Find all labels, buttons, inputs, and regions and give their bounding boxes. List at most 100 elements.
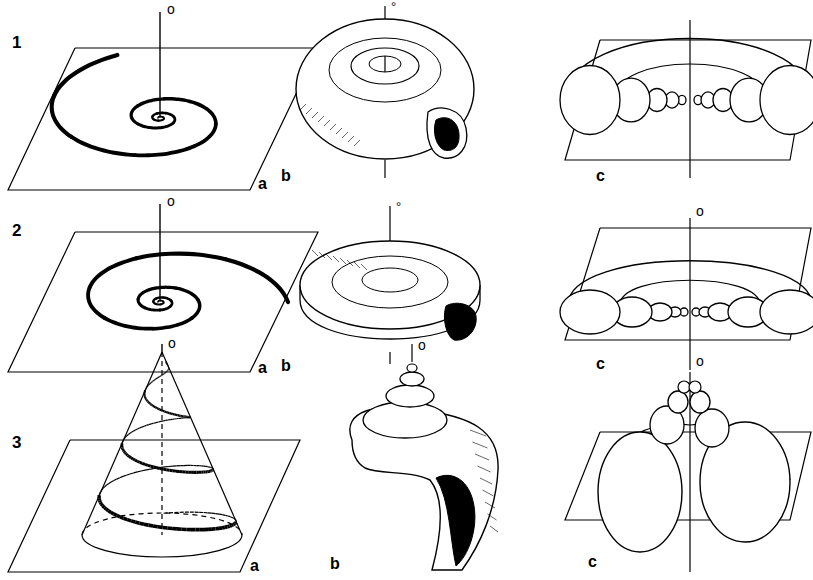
coil-helix <box>135 460 137 461</box>
growth-line <box>478 466 491 472</box>
coil-helix <box>149 382 151 384</box>
coil-helix <box>188 416 191 418</box>
coil-helix <box>156 378 158 380</box>
coil-spiral <box>105 318 153 329</box>
coil-helix <box>167 369 168 371</box>
coil-helix <box>182 470 185 473</box>
coil-helix <box>143 393 145 396</box>
coil-helix <box>131 458 133 459</box>
whorl-section <box>668 391 688 413</box>
coil-spiral <box>153 318 192 329</box>
axis-label: o <box>168 336 176 350</box>
coil-helix <box>183 415 184 418</box>
suture-line <box>362 268 418 292</box>
coil-spiral <box>54 55 117 95</box>
whorl-outline <box>407 364 417 372</box>
coil-spiral <box>135 146 194 155</box>
coil-helix <box>145 389 147 391</box>
coil-helix <box>179 470 182 473</box>
coil-helix <box>134 472 138 473</box>
coil-spiral <box>145 308 160 310</box>
coil-helix <box>153 524 158 528</box>
coil-helix <box>144 425 146 427</box>
coil-helix <box>148 384 150 386</box>
coil-helix <box>205 470 207 473</box>
coil-helix <box>201 471 203 474</box>
coil-helix <box>123 475 126 476</box>
coil-helix <box>167 370 169 372</box>
whorl-section <box>760 290 813 334</box>
coil-helix <box>200 528 204 532</box>
cut-section <box>427 108 467 158</box>
coil-helix <box>178 418 180 419</box>
coil-helix <box>222 514 225 516</box>
coil-helix <box>135 429 137 430</box>
coil-helix <box>144 395 146 398</box>
axis-label: o <box>167 2 175 16</box>
coil-helix <box>145 399 148 402</box>
coil-helix <box>222 525 225 529</box>
plane <box>8 232 318 372</box>
coil-helix <box>234 518 235 520</box>
growth-line <box>485 502 495 508</box>
coil-helix <box>213 469 214 471</box>
coil-helix <box>124 451 125 452</box>
coil-helix <box>167 526 172 530</box>
coil-helix <box>168 419 170 421</box>
coil-spiral <box>161 300 163 302</box>
coil-helix <box>182 415 183 418</box>
coil-helix <box>162 373 164 375</box>
coil-helix <box>168 366 169 368</box>
coil-helix <box>165 361 167 363</box>
axis-label: ° <box>391 0 396 13</box>
coil-helix <box>207 470 209 473</box>
axis-label: o <box>418 338 426 352</box>
coil-helix <box>146 386 148 388</box>
plane <box>8 48 318 190</box>
whorl-section <box>760 66 813 135</box>
growth-line <box>318 116 324 122</box>
coil-helix <box>146 399 149 402</box>
coil-helix <box>185 471 188 474</box>
coil-helix <box>148 383 150 385</box>
growth-line <box>300 104 306 110</box>
coil-helix <box>189 416 192 418</box>
whorl-section <box>695 409 729 447</box>
coil-spiral <box>176 288 198 299</box>
panel-letter: a <box>258 360 267 376</box>
coil-helix <box>189 417 191 418</box>
suture-line <box>329 38 441 102</box>
coil-helix <box>121 442 123 443</box>
coil-helix <box>133 430 135 431</box>
coil-helix <box>111 512 114 514</box>
growth-line <box>312 112 318 118</box>
coil-helix <box>219 514 222 516</box>
coil-spiral <box>226 259 288 302</box>
coil-helix <box>174 413 176 416</box>
coil-helix <box>211 467 212 469</box>
coil-helix <box>182 527 187 531</box>
coil-spiral <box>131 106 137 118</box>
coil-helix <box>174 418 176 419</box>
coil-helix <box>161 420 163 422</box>
coil-helix <box>216 513 220 515</box>
coil-helix <box>235 519 237 521</box>
coil-helix <box>142 426 144 428</box>
coil-helix <box>157 376 159 378</box>
coil-helix <box>167 365 168 367</box>
growth-line <box>490 526 498 532</box>
coil-helix <box>187 417 189 418</box>
coil-helix <box>125 437 126 438</box>
coil-helix <box>190 417 191 418</box>
axis-line <box>159 204 160 300</box>
coil-helix <box>168 367 169 369</box>
axis-label: o <box>696 354 704 368</box>
coil-helix <box>191 471 194 474</box>
panel-letter: c <box>596 356 605 372</box>
whorl-section <box>560 66 620 135</box>
coil-helix <box>168 366 169 368</box>
coil-helix <box>213 468 214 470</box>
coil-helix <box>173 469 176 472</box>
coil-helix <box>170 419 172 421</box>
growth-line <box>348 136 354 142</box>
